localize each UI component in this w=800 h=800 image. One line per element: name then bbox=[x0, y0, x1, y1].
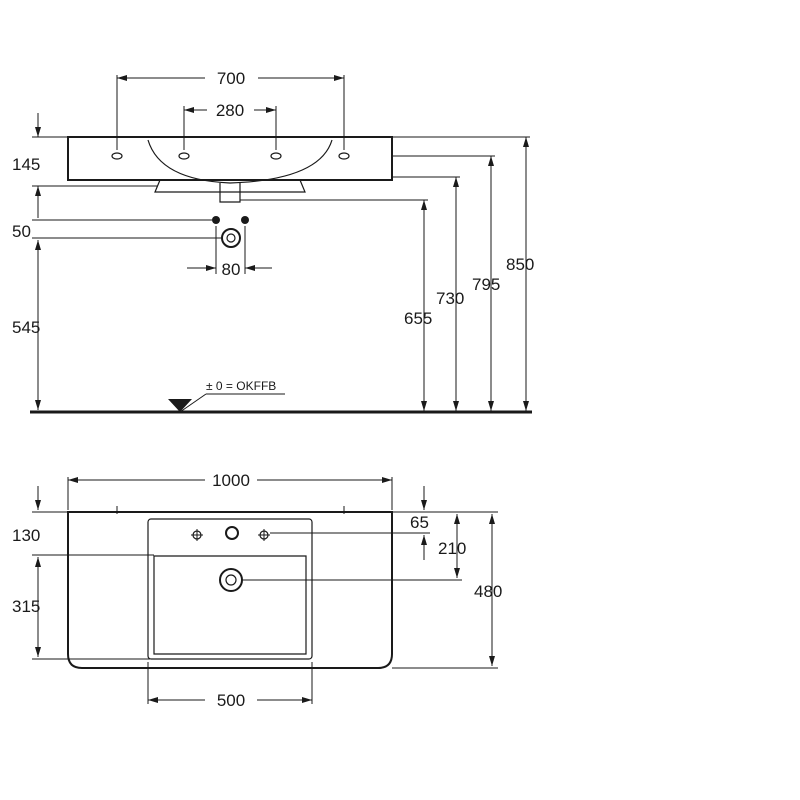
drain-icon bbox=[219, 568, 243, 592]
dim-label-80: 80 bbox=[222, 260, 241, 279]
side-view: 700 280 145 50 545 bbox=[12, 69, 534, 414]
dim-left-side: 145 50 545 bbox=[12, 113, 222, 410]
dim-right-side: 655 730 795 850 bbox=[240, 136, 534, 411]
tap-hole-icon bbox=[270, 152, 282, 160]
dim-label-500: 500 bbox=[217, 691, 245, 710]
tap-hole-icon bbox=[225, 526, 239, 540]
dim-label-545: 545 bbox=[12, 318, 40, 337]
dim-1000: 1000 bbox=[67, 471, 393, 514]
dim-left-top: 130 315 bbox=[12, 486, 154, 660]
dim-500: 500 bbox=[147, 662, 313, 710]
dim-label-655: 655 bbox=[404, 309, 432, 328]
tap-hole-icon bbox=[338, 152, 350, 160]
tap-hole-icon bbox=[111, 152, 123, 160]
dim-label-1000: 1000 bbox=[212, 471, 250, 490]
dim-label-480: 480 bbox=[474, 582, 502, 601]
floor-line: ± 0 = OKFFB bbox=[30, 379, 532, 414]
waste-connection bbox=[212, 216, 249, 248]
dim-label-65: 65 bbox=[410, 513, 429, 532]
supply-dot-icon bbox=[241, 216, 249, 224]
dim-label-50: 50 bbox=[12, 222, 31, 241]
dim-label-130: 130 bbox=[12, 526, 40, 545]
dim-label-210: 210 bbox=[438, 539, 466, 558]
dim-label-145: 145 bbox=[12, 155, 40, 174]
waste-outlet-icon bbox=[221, 228, 241, 248]
supply-dot-icon bbox=[212, 216, 220, 224]
floor-reference-label: ± 0 = OKFFB bbox=[206, 379, 276, 393]
floor-reference-icon bbox=[168, 399, 192, 412]
dim-label-700: 700 bbox=[217, 69, 245, 88]
top-view: 1000 130 315 bbox=[12, 471, 502, 710]
dim-label-730: 730 bbox=[436, 289, 464, 308]
dim-700: 700 bbox=[116, 69, 345, 150]
dim-label-850: 850 bbox=[506, 255, 534, 274]
dim-280: 280 bbox=[183, 101, 277, 150]
dim-80: 80 bbox=[187, 226, 272, 279]
dim-label-795: 795 bbox=[472, 275, 500, 294]
dim-right-top: 65 210 480 bbox=[242, 486, 502, 669]
dim-label-280: 280 bbox=[216, 101, 244, 120]
dim-label-315: 315 bbox=[12, 597, 40, 616]
basin-top-outline bbox=[67, 511, 393, 669]
tap-hole-icon bbox=[178, 152, 190, 160]
